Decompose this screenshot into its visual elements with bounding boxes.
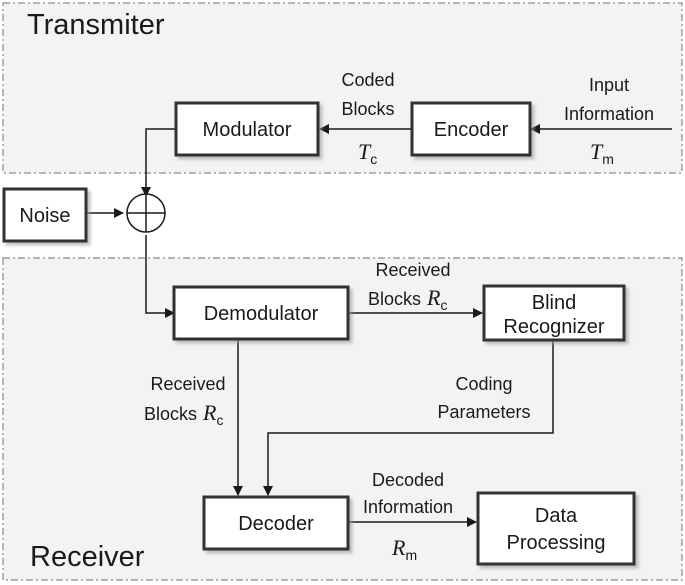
connections — [86, 124, 672, 527]
modulator-label: Modulator — [203, 119, 292, 141]
demodulator-block: Demodulator — [172, 285, 350, 341]
blind-recognizer-block: Blind Recognizer — [482, 284, 626, 342]
coding-params-line2: Parameters — [437, 402, 530, 422]
transmitter-region: Transmiter — [2, 2, 683, 174]
modulator-to-adder-arrow — [141, 128, 176, 197]
coded-line1: Coded — [341, 70, 394, 90]
encoder-block: Encoder — [410, 101, 532, 157]
coded-line2: Blocks — [341, 99, 394, 119]
input-information-label: Input Information Tm — [564, 75, 654, 167]
decoder-block: Decoder — [202, 495, 350, 551]
decoder-label: Decoder — [238, 513, 314, 535]
adder-to-demodulator-arrow — [145, 235, 175, 318]
coding-parameters-label: Coding Parameters — [437, 374, 530, 422]
decoded-variable: Rm — [391, 535, 417, 563]
noise-label: Noise — [19, 205, 70, 227]
decoded-line1: Decoded — [372, 470, 444, 490]
input-info-line1: Input — [589, 75, 629, 95]
decoded-information-label: Decoded Information Rm — [363, 470, 453, 563]
adder-icon — [126, 193, 166, 233]
received-right-line1: Received — [375, 260, 450, 280]
received-left-line1: Received — [150, 374, 225, 394]
coding-params-line1: Coding — [455, 374, 512, 394]
data-processing-label-1: Data — [535, 505, 578, 527]
input-variable: Tm — [590, 139, 614, 167]
noise-block: Noise — [2, 187, 88, 243]
decoded-line2: Information — [363, 497, 453, 517]
params-to-decoder-arrow — [263, 340, 554, 496]
data-processing-label-2: Processing — [507, 532, 606, 554]
encoder-label: Encoder — [434, 119, 509, 141]
data-processing-block: Data Processing — [476, 491, 636, 566]
demodulator-label: Demodulator — [204, 303, 319, 325]
transmitter-title: Transmiter — [27, 9, 165, 41]
coded-variable: Tc — [358, 139, 377, 167]
modulator-block: Modulator — [174, 101, 320, 157]
input-info-line2: Information — [564, 104, 654, 124]
blind-recognizer-label-2: Recognizer — [503, 316, 605, 338]
receiver-title: Receiver — [30, 541, 145, 573]
coded-blocks-label: Coded Blocks Tc — [341, 70, 394, 167]
blind-recognizer-label-1: Blind — [532, 292, 576, 314]
